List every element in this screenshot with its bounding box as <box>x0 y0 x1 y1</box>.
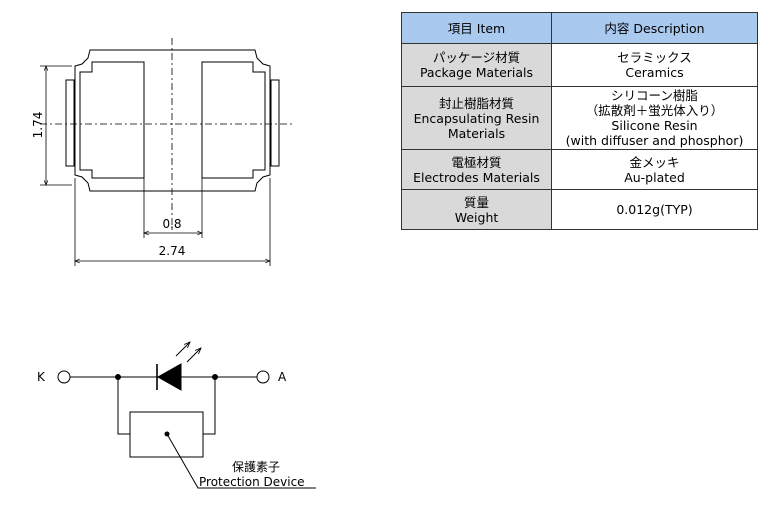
light-arrow-1 <box>175 342 190 357</box>
row-description-cell: 金メッキ Au-plated <box>551 149 758 190</box>
item-jp: 質量 <box>463 194 489 210</box>
desc-line: Silicone Resin <box>611 118 698 133</box>
center-lines <box>40 38 295 232</box>
cathode-terminal <box>57 370 71 384</box>
gap-dimension <box>144 178 202 238</box>
item-en: Electrodes Materials <box>413 169 540 185</box>
package-body-outline <box>74 49 271 192</box>
item-en: Weight <box>454 209 499 225</box>
desc-line: 0.012g(TYP) <box>616 202 693 217</box>
row-description-cell: セラミックス Ceramics <box>551 43 758 87</box>
table-row: 質量 Weight 0.012g(TYP) <box>401 189 758 230</box>
table-header-row: 項目 Item 内容 Description <box>401 12 758 44</box>
cathode-label: K <box>37 370 46 384</box>
anode-label: A <box>278 370 287 384</box>
table-row: 封止樹脂材質 Encapsulating Resin Materials シリコ… <box>401 86 758 150</box>
item-en: Package Materials <box>419 65 534 80</box>
anode-terminal <box>256 370 270 384</box>
protection-device-box <box>129 411 204 458</box>
device-leader-line <box>166 433 316 489</box>
desc-line: Ceramics <box>625 65 684 80</box>
table-row: 電極材質 Electrodes Materials 金メッキ Au-plated <box>401 149 758 190</box>
row-item-cell: 電極材質 Electrodes Materials <box>401 149 552 190</box>
item-jp: 封止樹脂材質 <box>438 95 514 111</box>
table-row: パッケージ材質 Package Materials セラミックス Ceramic… <box>401 43 758 87</box>
row-item-cell: 封止樹脂材質 Encapsulating Resin Materials <box>401 86 552 150</box>
desc-line: Au-plated <box>624 169 685 185</box>
light-arrow-2 <box>186 348 201 363</box>
protection-device-label-en: Protection Device <box>199 475 305 489</box>
left-side-strip <box>65 79 75 167</box>
right-electrode-pad <box>201 61 266 179</box>
desc-line: （拡散剤＋蛍光体入り） <box>585 103 724 118</box>
protection-branch-wire <box>117 377 130 435</box>
width-dimension-label: 2.74 <box>159 244 186 258</box>
row-item-cell: 質量 Weight <box>401 189 552 230</box>
right-side-strip <box>270 79 280 167</box>
height-dimension <box>40 66 72 185</box>
led-triangle <box>156 363 182 391</box>
row-description-cell: 0.012g(TYP) <box>551 189 758 230</box>
gap-dimension-label: 0.8 <box>162 217 181 231</box>
material-spec-table: 項目 Item 内容 Description パッケージ材質 Package M… <box>401 12 758 230</box>
package-outline-drawing <box>65 49 280 192</box>
circuit-schematic <box>57 342 316 489</box>
desc-line: (with diffuser and phosphor) <box>565 133 744 148</box>
width-dimension <box>75 178 270 266</box>
height-dimension-label: 1.74 <box>31 112 45 139</box>
row-item-cell: パッケージ材質 Package Materials <box>401 43 552 87</box>
left-electrode-pad <box>79 61 145 179</box>
desc-line: セラミックス <box>617 50 692 65</box>
header-description: 内容 Description <box>551 12 758 44</box>
item-en: Encapsulating Resin Materials <box>413 110 540 141</box>
desc-line: 金メッキ <box>629 154 680 170</box>
protection-device-label-jp: 保護素子 <box>232 459 280 474</box>
desc-line: シリコーン樹脂 <box>611 88 698 103</box>
item-jp: 電極材質 <box>451 154 502 170</box>
protection-branch-wire-right <box>203 377 216 435</box>
header-item: 項目 Item <box>401 12 552 44</box>
row-description-cell: シリコーン樹脂 （拡散剤＋蛍光体入り） Silicone Resin (with… <box>551 86 758 150</box>
item-jp: パッケージ材質 <box>432 50 521 65</box>
